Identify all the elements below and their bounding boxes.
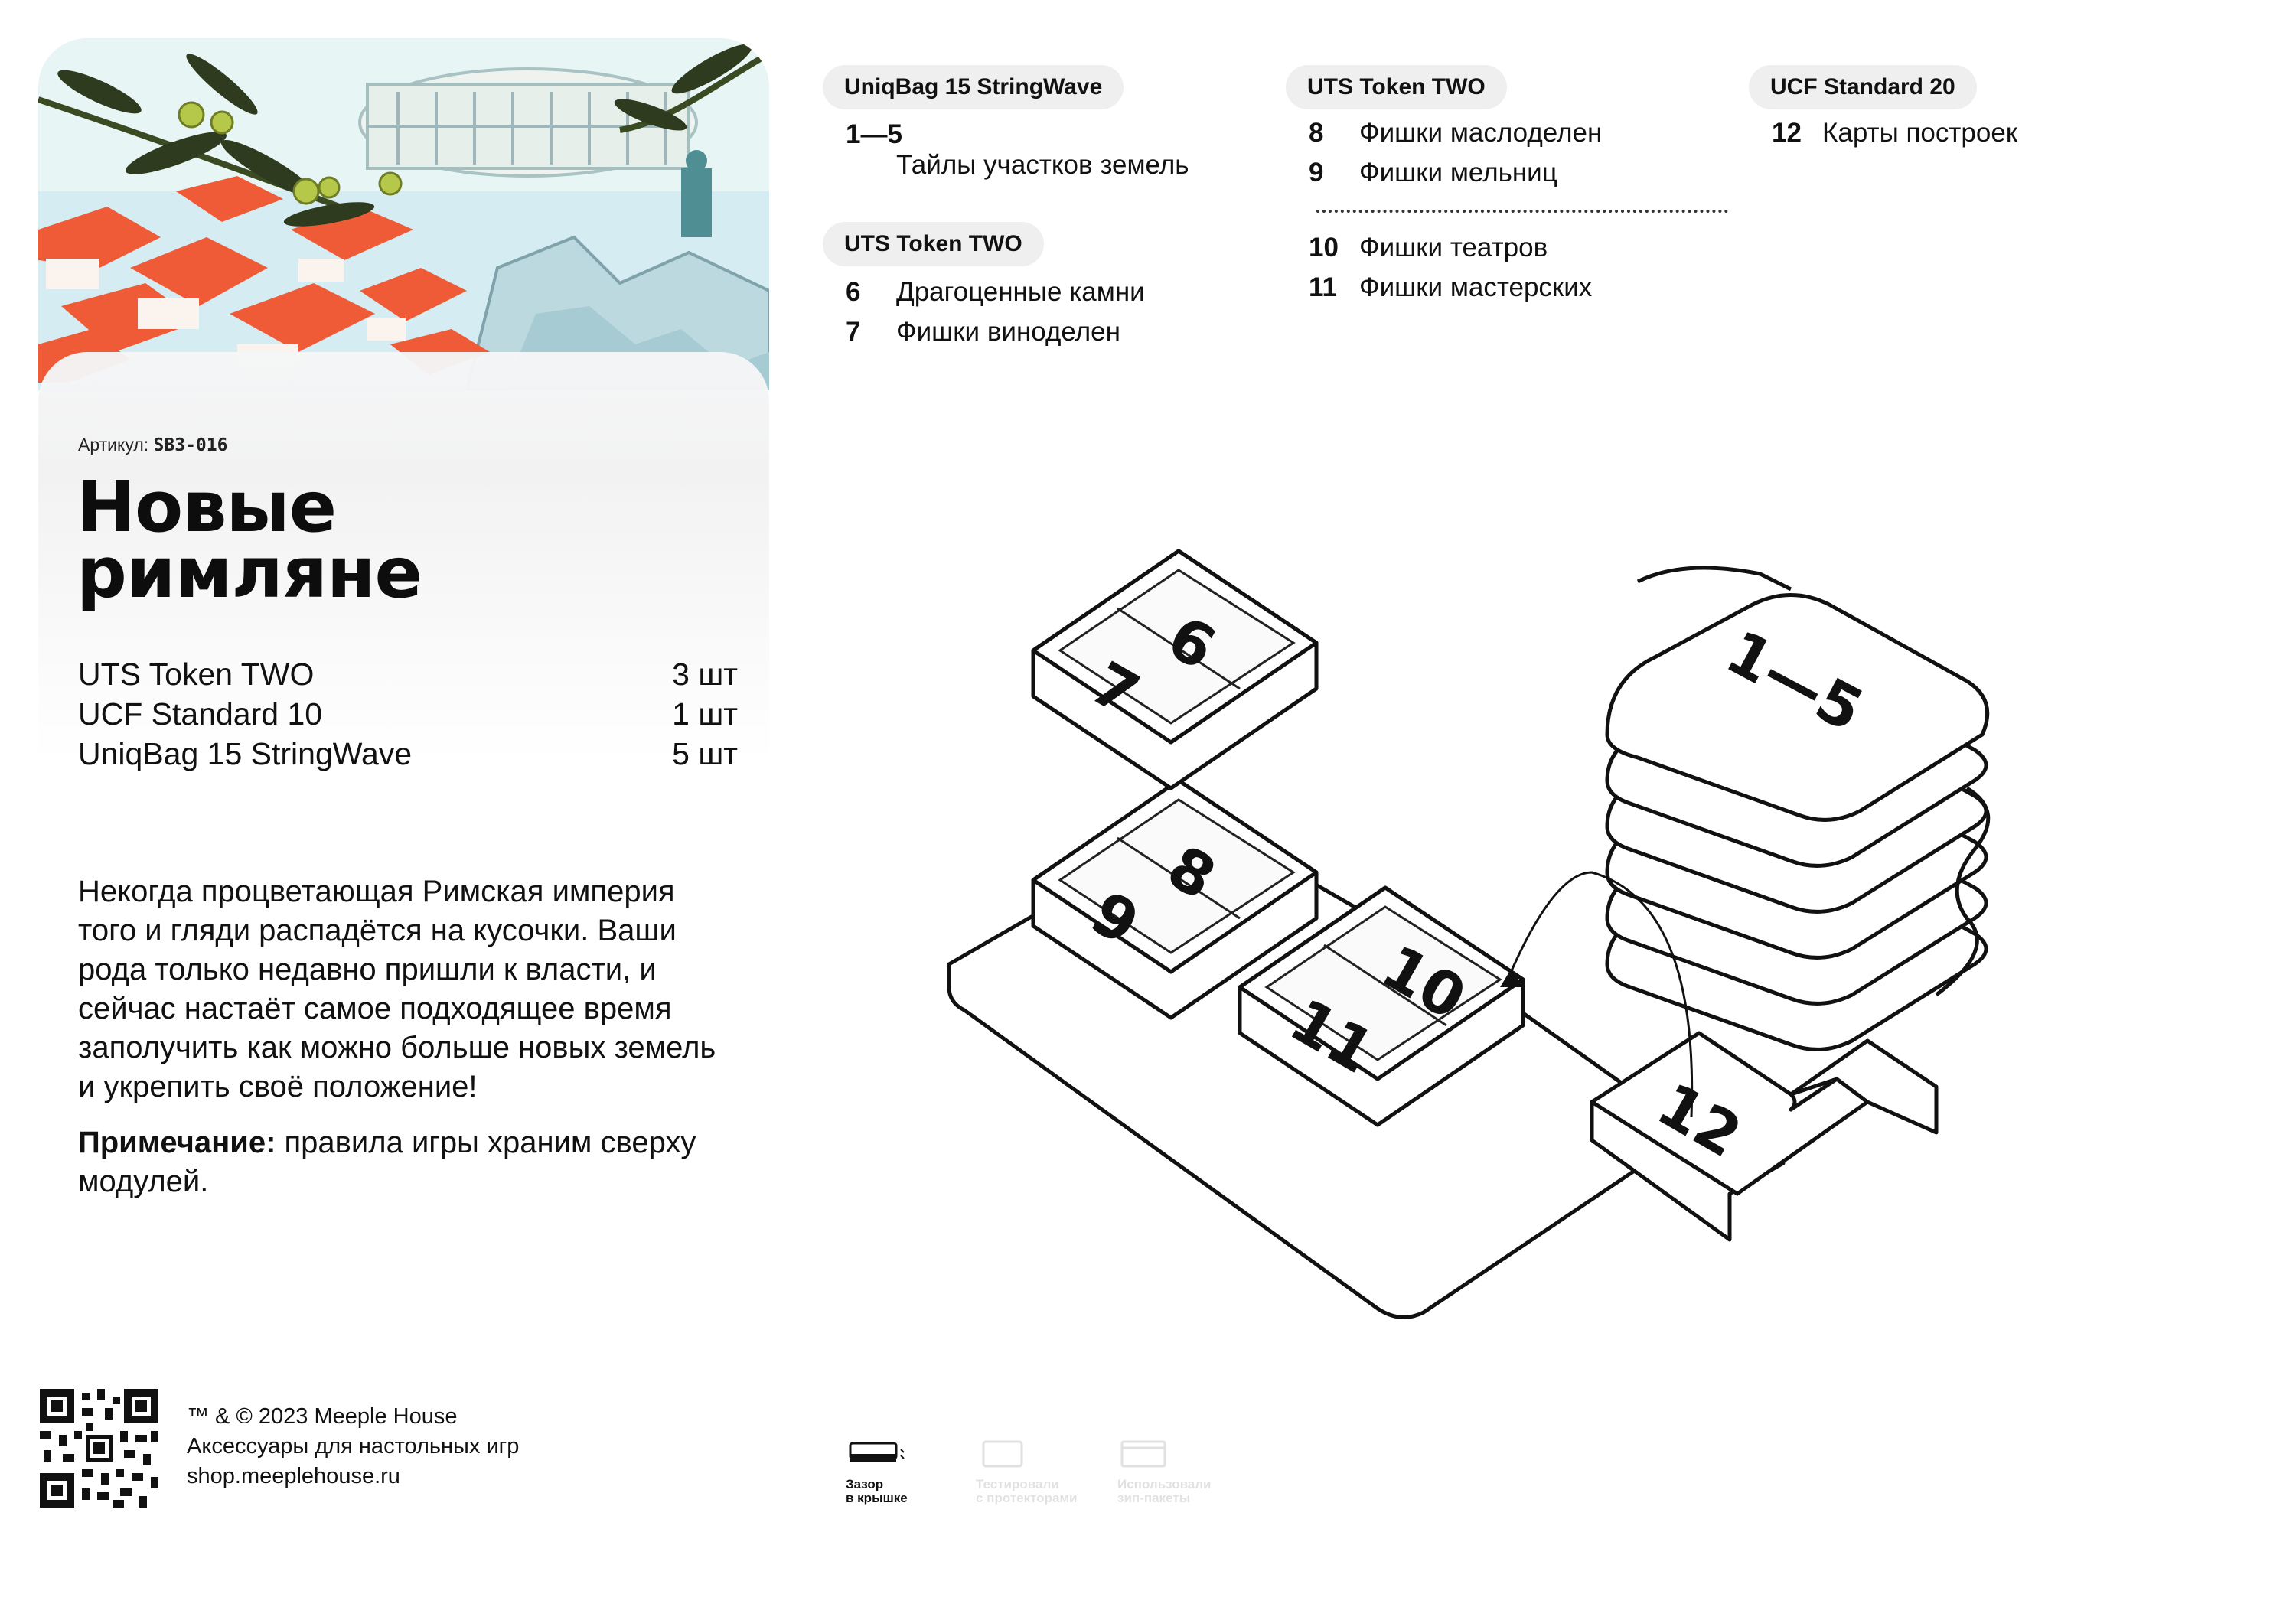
legend-label: Драгоценные камни [896, 277, 1145, 307]
legend-item: 8 Фишки маслоделен [1309, 113, 1737, 153]
token-tray-10-11: 11 10 [1238, 885, 1525, 1127]
hero-illustration [38, 38, 769, 390]
title-line-1: Новые [77, 466, 337, 548]
box-layout-illustration: .ol { fill:#fff; stroke:#111; stroke-wid… [947, 549, 1991, 1319]
product-title: Новые римляне [77, 472, 422, 608]
legend-item: 9 Фишки мельниц [1309, 153, 1737, 193]
badge-label: Тестировали с протекторами [976, 1477, 1078, 1505]
legend-num: 11 [1309, 272, 1337, 302]
badge-sleeves: Тестировали с протекторами [976, 1439, 1091, 1505]
legend-label: Карты построек [1822, 118, 2018, 148]
legend-group-5: 12 Карты построек [1772, 113, 2154, 153]
parts-list: UTS Token TWO 3 шт UCF Standard 10 1 шт … [78, 654, 738, 774]
copyright: ™ & © 2023 Meeple House [187, 1404, 458, 1429]
legend-item: Тайлы участков земель [846, 145, 1274, 185]
legend-label: Фишки мастерских [1359, 272, 1593, 302]
token-tray-8-9: 9 8 [1031, 778, 1319, 1020]
card-box-12: 12 [1590, 1031, 1939, 1242]
legend-item: 11 Фишки мастерских [1309, 268, 1737, 308]
description: Некогда процветающая Римская империя тог… [78, 872, 736, 1218]
legend-num: 6 [846, 277, 861, 307]
legend-pill-uts-2: UTS Token TWO [1286, 65, 1507, 109]
ziplock-icon [1120, 1440, 1166, 1468]
legend-label: Фишки маслоделен [1359, 118, 1603, 148]
legend-label: Фишки театров [1359, 233, 1548, 262]
footer: ™ & © 2023 Meeple House Аксессуары для н… [184, 1402, 519, 1491]
tagline: Аксессуары для настольных игр [187, 1434, 520, 1459]
legend-item: 7 Фишки виноделен [846, 312, 1274, 352]
token-tray-6-7: 7 6 [1031, 549, 1319, 790]
legend-item: 12 Карты построек [1772, 113, 2154, 153]
note-text: правила игры храним сверху модулей. [78, 1126, 696, 1198]
legend-group-2: 6 Драгоценные камни 7 Фишки виноделен [846, 272, 1274, 352]
part-qty: 1 шт [672, 696, 738, 732]
part-name: UTS Token TWO [78, 657, 315, 692]
legend-label: Фишки виноделен [896, 317, 1120, 347]
legend-label: Фишки мельниц [1359, 158, 1557, 187]
note-label: Примечание: [78, 1126, 276, 1159]
part-name: UniqBag 15 StringWave [78, 736, 413, 771]
lid-gap-icon [849, 1442, 905, 1462]
legend-item: 1—5 [846, 115, 1274, 155]
placement-arrow [1506, 871, 1694, 1118]
part-qty: 5 шт [672, 736, 738, 771]
part-row: UCF Standard 10 1 шт [78, 694, 738, 734]
legend-num: 10 [1309, 233, 1339, 262]
legend-divider [1316, 210, 1728, 213]
part-row: UniqBag 15 StringWave 5 шт [78, 734, 738, 774]
title-line-2: римляне [77, 532, 422, 614]
bag-stack: 1—5 [1605, 566, 1991, 1051]
part-row: UTS Token TWO 3 шт [78, 654, 738, 694]
sku-label: Артикул: [78, 435, 149, 455]
legend-num: 12 [1772, 118, 1802, 148]
badge-lid-gap: Зазор в крышке [846, 1439, 960, 1505]
legend-pill-ucf: UCF Standard 20 [1749, 65, 1977, 109]
legend-item: 10 Фишки театров [1309, 228, 1737, 268]
legend-group-1: 1—5 Тайлы участков земель [846, 115, 1274, 185]
legend-num: 1—5 [846, 119, 902, 149]
legend-pill-uts-1: UTS Token TWO [823, 222, 1044, 266]
badge-label: Использовали зип-пакеты [1117, 1477, 1212, 1505]
legend-pill-uniqbag: UniqBag 15 StringWave [823, 65, 1124, 109]
product-card: Артикул: SB3-016 Новые римляне UTS Token… [38, 38, 769, 1557]
badge-label: Зазор в крышке [846, 1477, 908, 1505]
qr-code-icon [40, 1389, 158, 1508]
legend-group-3: 8 Фишки маслоделен 9 Фишки мельниц [1309, 113, 1737, 193]
description-text: Некогда процветающая Римская империя тог… [78, 875, 716, 1103]
sku-code: SB3-016 [153, 435, 228, 455]
shop-link[interactable]: shop.meeplehouse.ru [187, 1464, 400, 1488]
legend-item: 6 Драгоценные камни [846, 272, 1274, 312]
legend-label: Тайлы участков земель [896, 150, 1189, 180]
legend-num: 9 [1309, 158, 1324, 187]
info-panel: Артикул: SB3-016 Новые римляне UTS Token… [38, 352, 769, 1557]
part-name: UCF Standard 10 [78, 696, 323, 732]
sku-line: Артикул: SB3-016 [78, 435, 227, 455]
part-qty: 3 шт [672, 657, 738, 692]
note: Примечание: правила игры храним сверху м… [78, 1123, 736, 1201]
legend-num: 7 [846, 317, 861, 347]
sleeve-icon [982, 1440, 1023, 1468]
legend-group-4: 10 Фишки театров 11 Фишки мастерских [1309, 228, 1737, 308]
badge-ziplock: Использовали зип-пакеты [1117, 1439, 1232, 1505]
legend-num: 8 [1309, 118, 1324, 148]
